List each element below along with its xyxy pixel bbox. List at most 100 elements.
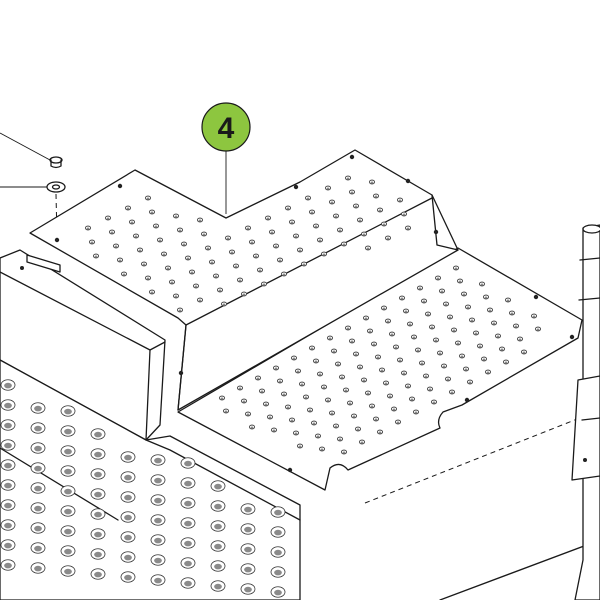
perforation-hole-inner	[398, 359, 402, 362]
grating-hole-inner	[4, 562, 12, 569]
perforation-hole-inner	[446, 378, 450, 381]
grating-hole-inner	[94, 431, 102, 438]
perforation-hole-inner	[386, 320, 390, 323]
perforation-hole-inner	[400, 297, 404, 300]
grating-hole-inner	[214, 503, 222, 510]
perforation-hole-inner	[378, 209, 382, 212]
perforation-hole-inner	[338, 229, 342, 232]
grating-hole-inner	[64, 528, 72, 535]
grating-hole-inner	[34, 485, 42, 492]
grating-hole-inner	[184, 540, 192, 547]
grating-hole-inner	[34, 445, 42, 452]
perforation-hole-inner	[298, 445, 302, 448]
perforation-hole-inner	[364, 317, 368, 320]
perforation-hole-inner	[366, 392, 370, 395]
grating-hole-inner	[4, 382, 12, 389]
perforation-hole-inner	[130, 221, 134, 224]
perforation-hole-inner	[186, 257, 190, 260]
grating-hole-inner	[184, 580, 192, 587]
perforation-hole-inner	[522, 351, 526, 354]
grating-hole-inner	[124, 534, 132, 541]
grating-hole-inner	[94, 531, 102, 538]
grating-hole-inner	[274, 569, 282, 576]
perforation-hole-inner	[422, 300, 426, 303]
grating-hole-inner	[244, 546, 252, 553]
perforation-hole-inner	[368, 330, 372, 333]
perforation-hole-inner	[86, 227, 90, 230]
grating-hole-inner	[154, 477, 162, 484]
side-step-tab	[26, 254, 61, 273]
plate-bolts	[54, 154, 575, 473]
perforation-hole-inner	[254, 255, 258, 258]
perforation-hole-inner	[238, 279, 242, 282]
grating-hole-inner	[124, 554, 132, 561]
perforation-hole-inner	[464, 368, 468, 371]
perforation-hole-inner	[126, 207, 130, 210]
perforation-hole-inner	[150, 211, 154, 214]
perforation-hole-inner	[326, 187, 330, 190]
perforation-hole-inner	[470, 319, 474, 322]
perforation-hole-inner	[198, 299, 202, 302]
grating-hole-inner	[214, 563, 222, 570]
grating-hole-inner	[154, 457, 162, 464]
perforation-hole-inner	[432, 401, 436, 404]
perforation-hole-inner	[290, 221, 294, 224]
grating-hole-inner	[4, 402, 12, 409]
perforation-hole-inner	[242, 293, 246, 296]
grating-hole-inner	[124, 454, 132, 461]
perforation-hole-inner	[260, 390, 264, 393]
grating-hole-inner	[214, 543, 222, 550]
perforation-hole-inner	[250, 426, 254, 429]
perforation-hole-inner	[250, 241, 254, 244]
perforation-hole-inner	[286, 406, 290, 409]
perforation-hole-inner	[138, 249, 142, 252]
perforation-hole-inner	[350, 191, 354, 194]
grating-hole-inner	[94, 451, 102, 458]
perforation-hole-inner	[318, 373, 322, 376]
grating-hole-inner	[214, 483, 222, 490]
perforation-hole-inner	[372, 343, 376, 346]
perforation-hole-inner	[358, 366, 362, 369]
perforation-hole-inner	[486, 371, 490, 374]
perforation-hole-inner	[142, 263, 146, 266]
grating-hole-inner	[184, 460, 192, 467]
perforation-hole-inner	[434, 339, 438, 342]
perforation-hole-inner	[382, 307, 386, 310]
perforation-hole-inner	[416, 349, 420, 352]
grating-hole-inner	[64, 508, 72, 515]
perforation-hole-inner	[424, 375, 428, 378]
perforation-hole-inner	[118, 259, 122, 262]
grating-hole-inner	[244, 526, 252, 533]
perforation-hole-inner	[362, 379, 366, 382]
perforation-hole-inner	[316, 435, 320, 438]
perforation-hole-inner	[402, 213, 406, 216]
perforation-hole-inner	[210, 261, 214, 264]
perforation-hole-inner	[484, 296, 488, 299]
grating-hole-inner	[4, 502, 12, 509]
perforation-hole-inner	[320, 448, 324, 451]
perforation-hole-inner	[392, 408, 396, 411]
grating-hole-inner	[214, 583, 222, 590]
perforation-hole-inner	[466, 306, 470, 309]
perforation-hole-inner	[302, 263, 306, 266]
perforation-hole-inner	[224, 410, 228, 413]
perforation-hole-inner	[90, 241, 94, 244]
side-step-plate	[0, 249, 166, 441]
perforation-hole-inner	[354, 205, 358, 208]
perforation-hole-inner	[410, 398, 414, 401]
perforation-hole-inner	[350, 340, 354, 343]
perforation-hole-inner	[194, 285, 198, 288]
perforation-hole-inner	[338, 438, 342, 441]
grating-hole-inner	[64, 488, 72, 495]
grating-hole-inner	[154, 497, 162, 504]
perforation-hole-inner	[462, 293, 466, 296]
perforation-hole-inner	[500, 348, 504, 351]
perforation-hole-inner	[310, 347, 314, 350]
perforation-hole-inner	[220, 397, 224, 400]
perforation-hole-inner	[286, 207, 290, 210]
perforation-hole-inner	[282, 393, 286, 396]
perforation-hole-inner	[394, 346, 398, 349]
grating-hole-inner	[4, 542, 12, 549]
frame-edge-line	[439, 539, 600, 600]
perforation-hole-inner	[278, 259, 282, 262]
